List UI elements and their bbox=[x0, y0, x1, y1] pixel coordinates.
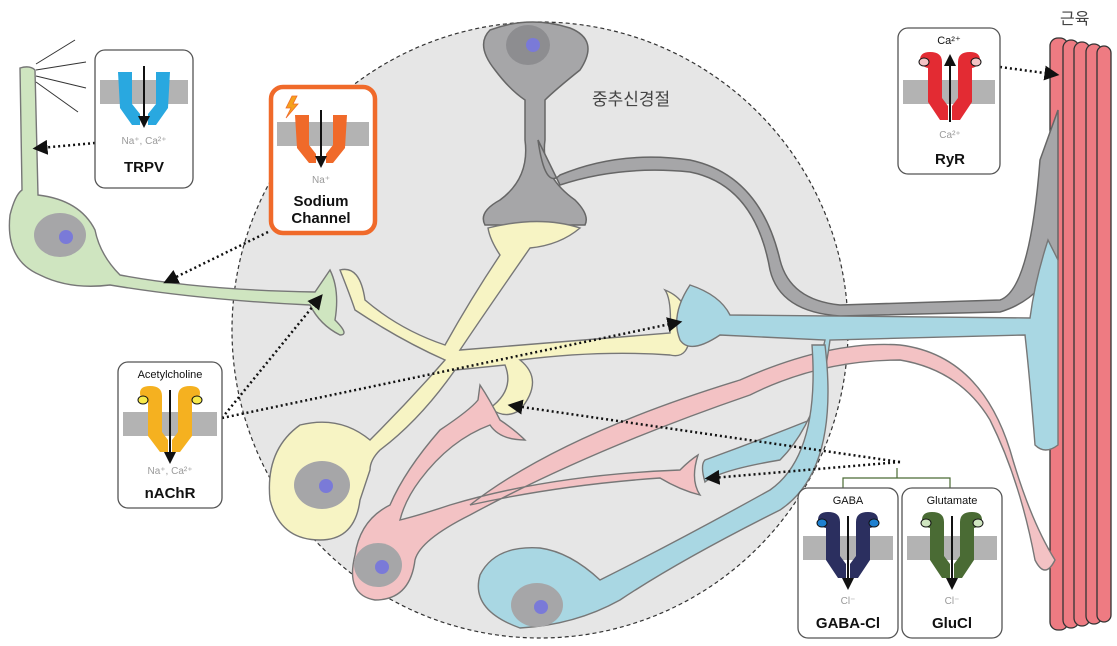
gray-motor-neuron bbox=[482, 21, 1059, 317]
nachr-box: Acetylcholine Na⁺, Ca²⁺ nAChR bbox=[117, 361, 223, 509]
glucl-ligand: Glutamate bbox=[927, 495, 978, 507]
cns-label: 중추신경절 bbox=[592, 90, 670, 110]
glucl-box: Glutamate Cl⁻ GluCl bbox=[901, 487, 1003, 639]
glucl-name: GluCl bbox=[932, 615, 972, 632]
trpv-name: TRPV bbox=[124, 159, 164, 176]
green-sensory-neuron bbox=[8, 66, 345, 336]
pink-interneuron bbox=[351, 343, 1056, 601]
trpv-ions: Na⁺, Ca²⁺ bbox=[121, 136, 166, 147]
ryr-ions: Ca²⁺ bbox=[939, 130, 960, 141]
ryr-name: RyR bbox=[935, 151, 965, 168]
dotted-arrows bbox=[32, 65, 1060, 485]
glucl-ions: Cl⁻ bbox=[945, 596, 960, 607]
yellow-interneuron bbox=[268, 220, 691, 541]
ryr-box: Ca²⁺ Ca²⁺ RyR bbox=[897, 27, 1001, 175]
nachr-name: nAChR bbox=[145, 485, 196, 502]
muscle bbox=[1049, 37, 1112, 631]
gaba-cl-box: GABA Cl⁻ GABA-Cl bbox=[797, 487, 899, 639]
stimulus-rays bbox=[35, 39, 87, 113]
sodium-ions: Na⁺ bbox=[312, 175, 330, 186]
sodium-name-line1: Sodium bbox=[294, 193, 349, 210]
nachr-ligand: Acetylcholine bbox=[138, 369, 203, 381]
lightning-icon bbox=[285, 95, 299, 119]
muscle-label: 근육 bbox=[1060, 9, 1089, 28]
ryr-ligand: Ca²⁺ bbox=[937, 35, 961, 47]
gaba-name: GABA-Cl bbox=[816, 615, 880, 632]
nachr-ions: Na⁺, Ca²⁺ bbox=[147, 466, 192, 477]
blue-motor-neuron bbox=[477, 238, 1059, 629]
sodium-name-line2: Channel bbox=[291, 210, 350, 227]
gaba-ions: Cl⁻ bbox=[841, 596, 856, 607]
ligand-bracket bbox=[842, 468, 951, 488]
gaba-ligand: GABA bbox=[833, 495, 864, 507]
trpv-box: Na⁺, Ca²⁺ TRPV bbox=[94, 49, 194, 189]
sodium-channel-box: Na⁺ Sodium Channel bbox=[268, 84, 378, 236]
